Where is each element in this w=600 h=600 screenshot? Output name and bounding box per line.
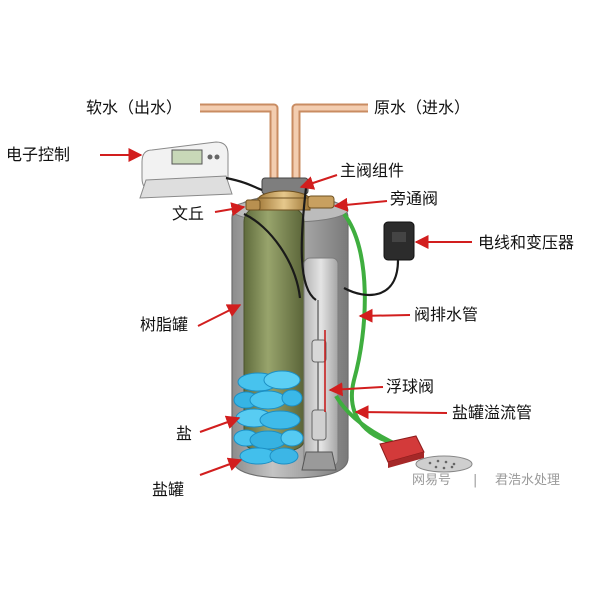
arrow-float-valve: [328, 382, 384, 397]
label-bypass-valve: 旁通阀: [390, 189, 439, 208]
water-pipes: [200, 103, 368, 180]
arrow-venturi: [214, 202, 246, 217]
hose-connector: [379, 435, 425, 468]
callout-arrows: [100, 148, 472, 476]
arrow-brine-overflow: [354, 405, 448, 420]
arrow-brine-tank: [199, 457, 243, 476]
label-float-valve: 浮球阀: [386, 377, 435, 396]
label-electronic-control: 电子控制: [6, 145, 71, 164]
drain-grate: [415, 455, 473, 473]
watermark-separator: |: [473, 473, 478, 488]
watermark-left: 网易号: [412, 473, 452, 488]
watermark-right: 君浩水处理: [495, 473, 561, 488]
label-raw-water: 原水（进水）: [374, 98, 471, 117]
label-resin-tank: 树脂罐: [140, 315, 189, 334]
label-soft-water: 软水（出水）: [86, 98, 183, 117]
label-venturi: 文丘: [172, 204, 205, 223]
arrow-salt: [199, 415, 241, 433]
label-salt: 盐: [176, 424, 193, 443]
power-transformer: [383, 221, 415, 261]
main-valve-assembly: [245, 177, 335, 211]
label-main-valve: 主阀组件: [340, 161, 405, 180]
label-drain-pipe: 阀排水管: [414, 305, 479, 324]
label-brine-overflow: 盐罐溢流管: [452, 403, 533, 422]
float-valve-assembly: [301, 300, 337, 471]
arrow-bypass-valve: [333, 197, 388, 212]
electronic-controller: [139, 141, 233, 199]
label-brine-tank: 盐罐: [152, 480, 185, 499]
arrow-drain-pipe: [358, 308, 411, 323]
arrow-main-valve: [299, 174, 338, 190]
control-wires: [225, 176, 400, 301]
arrow-resin-tank: [197, 304, 242, 327]
label-wire-transformer: 电线和变压器: [478, 233, 575, 252]
